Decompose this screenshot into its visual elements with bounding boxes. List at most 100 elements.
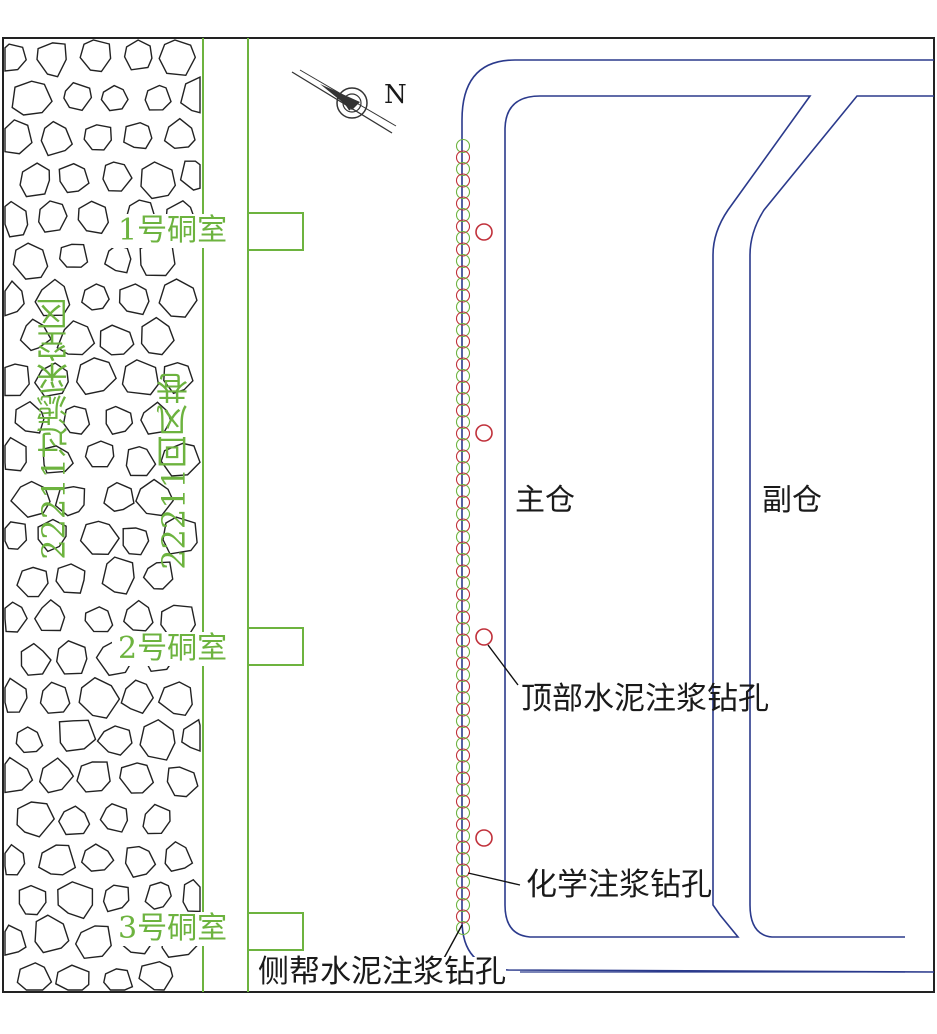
chemical-hole: [455, 633, 471, 648]
stone-shape: [16, 962, 53, 991]
stone-shape: [56, 320, 96, 356]
stone-shape: [164, 840, 194, 872]
stone-shape: [103, 481, 135, 512]
stone-shape: [119, 762, 155, 794]
stone-shape: [55, 964, 90, 991]
stone-shape: [4, 119, 33, 155]
stone-shape: [158, 39, 197, 77]
stone-shape: [4, 843, 26, 876]
stone-shape: [4, 756, 34, 794]
chemical-hole: [455, 840, 471, 855]
side-cement-hole: [455, 414, 471, 430]
stone-shape: [55, 563, 86, 594]
stone-shape: [105, 405, 134, 435]
goaf-stone-pattern: [4, 39, 201, 991]
stone-shape: [138, 960, 174, 991]
stone-shape: [58, 805, 91, 836]
stone-shape: [123, 599, 154, 632]
chemical-hole: [455, 610, 471, 625]
side-cement-hole: [455, 391, 471, 407]
chemical-hole: [455, 909, 471, 924]
chemical-hole: [455, 334, 471, 349]
stone-shape: [179, 160, 201, 191]
stone-shape: [123, 39, 153, 71]
stone-shape: [166, 766, 199, 798]
side-cement-hole: [455, 667, 471, 683]
stone-shape: [33, 598, 66, 632]
side-cement-hole: [455, 437, 471, 453]
stone-shape: [122, 527, 150, 556]
chemical-hole: [455, 219, 471, 234]
chemical-hole: [455, 495, 471, 510]
stone-shape: [79, 520, 120, 556]
outer-frame: [2, 37, 935, 993]
stone-shape: [100, 84, 129, 112]
side-cement-hole: [455, 161, 471, 177]
stone-shape: [140, 401, 172, 435]
chamber-1: [247, 212, 304, 251]
roof-cement-hole-label: 顶部水泥注浆钻孔: [521, 681, 769, 717]
chemical-hole: [455, 817, 471, 832]
leader-chemical: [467, 872, 521, 886]
stone-shape: [182, 878, 201, 913]
stone-shape: [4, 924, 27, 956]
stone-shape: [139, 718, 176, 761]
stone-shape: [38, 757, 75, 794]
side-cement-hole: [455, 575, 471, 591]
chemical-hole: [455, 403, 471, 418]
roof-cement-hole: [475, 829, 493, 847]
stone-shape: [163, 117, 196, 150]
stone-shape: [15, 726, 44, 754]
chemical-hole: [455, 173, 471, 188]
stone-shape: [142, 561, 174, 590]
stone-shape: [19, 318, 52, 352]
side-cement-hole: [455, 299, 471, 315]
stone-shape: [124, 845, 157, 879]
leader-side-cement: [442, 924, 463, 961]
stone-shape: [58, 719, 97, 752]
chamber-2-label: 2号硐室: [112, 632, 234, 666]
chemical-hole: [455, 311, 471, 326]
side-cement-hole: [455, 207, 471, 223]
side-cement-hole: [455, 184, 471, 200]
chamber-3-label: 3号硐室: [112, 912, 234, 946]
main-bin-inner-outline: [504, 95, 812, 938]
stone-shape: [84, 606, 114, 633]
stone-shape: [36, 42, 67, 78]
roof-cement-hole: [475, 223, 493, 241]
stone-shape: [144, 84, 172, 111]
side-cement-hole: [455, 322, 471, 338]
stone-shape: [4, 436, 27, 472]
chemical-hole: [455, 702, 471, 717]
roof-cement-hole: [475, 628, 493, 646]
stone-shape: [81, 283, 110, 311]
side-cement-hole: [455, 621, 471, 637]
stone-shape: [4, 43, 27, 72]
side-cement-hole: [455, 552, 471, 568]
side-cement-hole: [455, 529, 471, 545]
stone-shape: [163, 361, 194, 395]
side-cement-hole: [455, 736, 471, 752]
stone-shape: [19, 162, 51, 198]
stone-shape: [34, 278, 71, 317]
stone-shape: [96, 725, 133, 756]
stone-shape: [39, 681, 71, 714]
stone-shape: [162, 516, 198, 555]
main-bin-label: 主仓: [515, 483, 575, 518]
side-cement-hole: [455, 851, 471, 867]
stone-shape: [102, 161, 133, 192]
stone-shape: [144, 881, 172, 910]
stone-shape: [16, 801, 56, 838]
stone-shape: [10, 480, 51, 518]
stone-shape: [57, 881, 94, 920]
side-cement-hole: [455, 598, 471, 614]
chemical-hole: [455, 771, 471, 786]
stone-shape: [4, 200, 29, 238]
stone-shape: [135, 478, 175, 517]
stone-shape: [77, 200, 110, 235]
stone-shape: [34, 914, 70, 954]
side-cement-hole: [455, 230, 471, 246]
stone-shape: [63, 81, 93, 112]
stone-shape: [12, 242, 49, 280]
